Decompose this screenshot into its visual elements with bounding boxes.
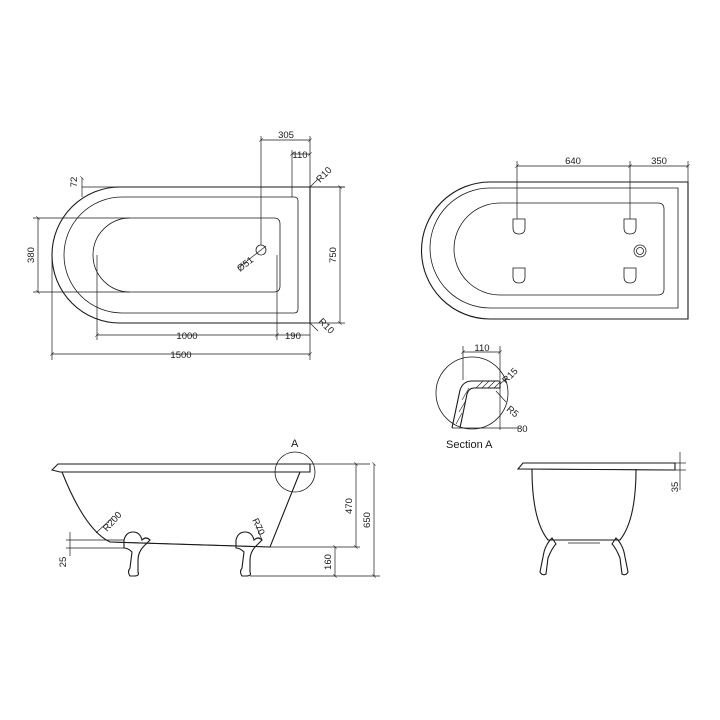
dim-section-110-label: 110: [474, 343, 489, 354]
dim-80-label: 80: [517, 424, 528, 435]
dim-r200-label: R200: [101, 510, 124, 534]
underside-rim: [429, 187, 679, 309]
dim-380-label: 380: [26, 247, 37, 263]
foot-pad-icon: [623, 218, 637, 235]
section-a-title: Section A: [446, 439, 493, 451]
end-rim-line: [517, 468, 676, 471]
dim-leader: [495, 390, 507, 403]
side-elevation: A R200 R70 470 650 160 25: [50, 438, 380, 578]
dim-25-label: 25: [58, 557, 69, 568]
dim-leader: [95, 517, 113, 534]
side-base: [109, 541, 271, 548]
section-a-circle: [435, 356, 509, 430]
section-profile: [451, 380, 501, 429]
end-right-foot-icon: [611, 537, 629, 576]
plan-inner-rim: [63, 196, 299, 314]
dim-leader: [309, 322, 319, 332]
waste-outlet-icon: [633, 244, 647, 258]
dim-35-label: 35: [670, 482, 681, 493]
underside-basin: [453, 202, 665, 296]
plan-basin: [92, 217, 281, 293]
section-a-view: 110 R15 R5 80 Section A: [435, 343, 528, 451]
side-body: [61, 471, 301, 548]
dim-72-label: 72: [69, 177, 80, 188]
dim-750-label: 750: [328, 247, 339, 263]
end-elevation: 35: [516, 452, 686, 576]
detail-a-circle: [274, 451, 316, 493]
dim-190-label: 190: [285, 331, 301, 342]
dim-leader: [309, 178, 319, 188]
dim-640-label: 640: [565, 156, 581, 167]
dim-leader: [237, 245, 267, 269]
side-rim: [50, 463, 311, 473]
dim-r70-label: R70: [249, 517, 266, 537]
dim-leader: [255, 524, 263, 541]
dim-160-label: 160: [323, 554, 334, 570]
dim-waste-label: Ø51: [235, 255, 256, 275]
dim-r5-label: R5: [504, 404, 520, 420]
underside-view: 640 350: [420, 156, 690, 320]
dim-r15-label: R15: [500, 366, 520, 386]
dim-r10-bottom-label: R10: [316, 316, 336, 336]
dim-leader: [499, 377, 508, 385]
detail-a-marker: A: [291, 438, 299, 450]
dim-110-label: 110: [292, 150, 307, 161]
plan-view: 305 110 R10 72 380 750 Ø51 1000 190: [26, 130, 345, 361]
end-left-foot-icon: [539, 537, 557, 576]
dim-1500-label: 1500: [170, 350, 191, 361]
waste-outlet-inner-icon: [636, 247, 644, 255]
end-body: [531, 468, 637, 541]
dim-r10-top-label: R10: [314, 165, 334, 185]
underside-outer: [420, 181, 689, 320]
left-foot-icon: [123, 531, 151, 577]
foot-pad-icon: [623, 267, 637, 284]
dim-350-label: 350: [651, 156, 667, 167]
section-hatch: [455, 380, 501, 425]
plan-outer-rim: [51, 186, 311, 324]
right-foot-icon: [235, 531, 263, 577]
dim-305-label: 305: [278, 130, 294, 141]
dim-470-label: 470: [344, 498, 355, 514]
dim-650-label: 650: [362, 512, 373, 528]
foot-pad-icon: [512, 267, 526, 284]
foot-pad-icon: [512, 218, 526, 235]
dim-1000-label: 1000: [176, 331, 197, 342]
